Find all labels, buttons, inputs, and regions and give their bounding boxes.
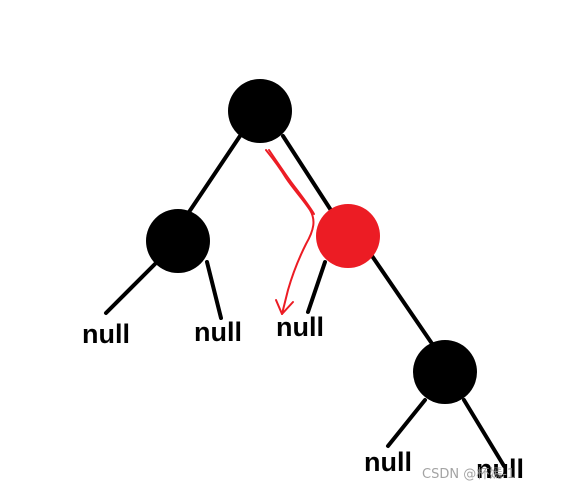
edge-left-null-2 [205, 260, 223, 320]
red-arrow-head [275, 299, 294, 315]
null-label: null [276, 312, 324, 342]
tree-node-right-child-red [316, 204, 380, 268]
red-arrow-shaft-stroke [268, 149, 315, 215]
tree-node-root [228, 79, 292, 143]
tree-edges [104, 134, 506, 468]
tree-node-left-child [146, 209, 210, 273]
tree-node-right-right-child [413, 340, 477, 404]
edge-rr-null-1 [386, 398, 427, 448]
edge-root-right [281, 134, 338, 220]
red-arrow-shaft [265, 149, 315, 315]
edge-left-null-1 [104, 260, 159, 315]
edge-rr-null-2 [462, 398, 506, 468]
csdn-watermark: CSDN @杯嫣-1 [422, 467, 515, 482]
red-arrow [265, 149, 315, 315]
null-label: null [194, 317, 242, 347]
null-label: null [476, 454, 524, 484]
null-label: null [364, 447, 412, 477]
edge-right-null [306, 260, 327, 314]
null-label: null [82, 319, 130, 349]
edge-root-left [183, 134, 242, 220]
edge-right-rightchild [368, 251, 437, 350]
